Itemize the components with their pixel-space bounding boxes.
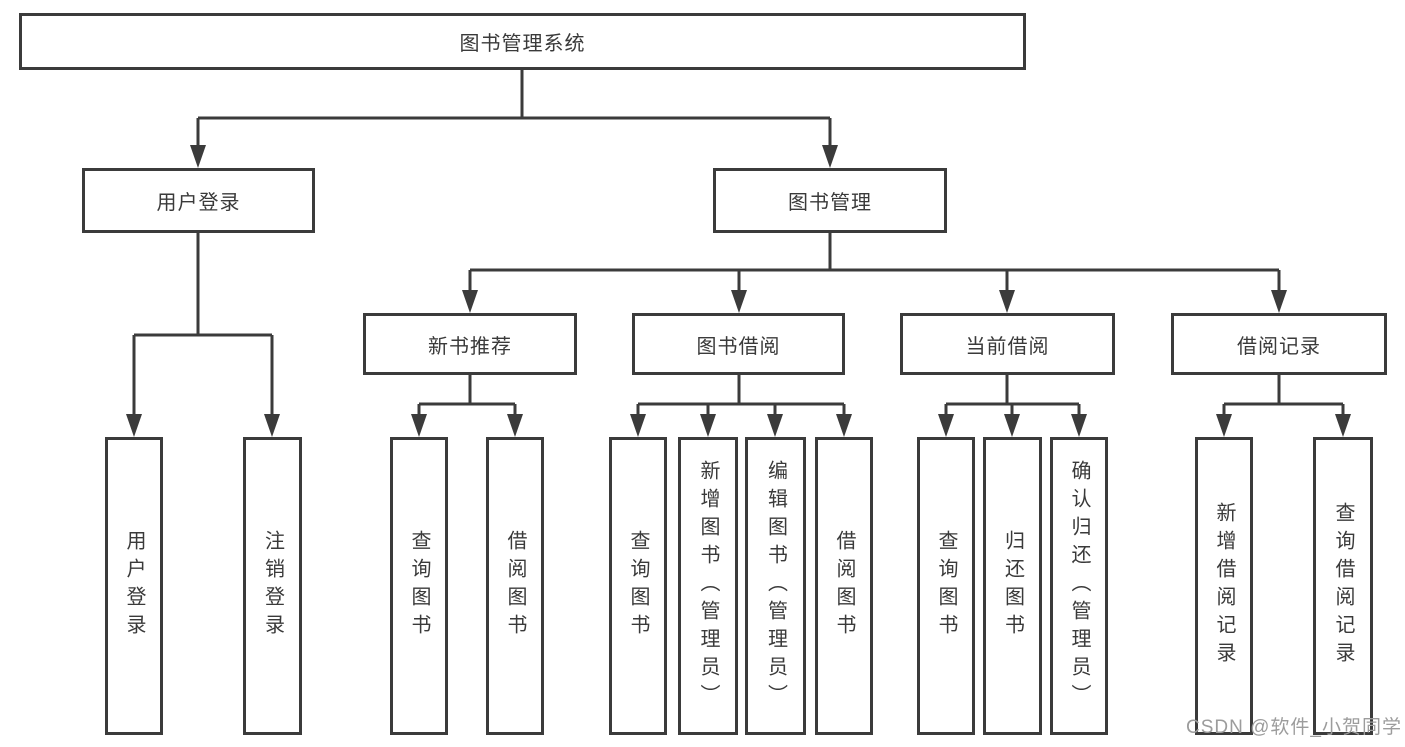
leaf-user-login-label: 用户登录 xyxy=(123,530,145,642)
leaf-return-books: 归还图书 xyxy=(983,437,1042,735)
leaf-borrow-books-recommend: 借阅图书 xyxy=(486,437,544,735)
node-new-book-recommend: 新书推荐 xyxy=(363,313,577,375)
node-borrowing-records: 借阅记录 xyxy=(1171,313,1387,375)
leaf-query-borrow-record: 查询借阅记录 xyxy=(1313,437,1373,735)
leaf-query-books-current: 查询图书 xyxy=(917,437,975,735)
node-book-borrowing: 图书借阅 xyxy=(632,313,845,375)
node-book-borrowing-label: 图书借阅 xyxy=(696,335,781,358)
node-current-borrowing-label: 当前借阅 xyxy=(965,335,1050,358)
leaf-user-login: 用户登录 xyxy=(105,437,163,735)
csdn-watermark: CSDN @软件_小贺同学 xyxy=(1186,717,1402,738)
leaf-query-books-borrowing: 查询图书 xyxy=(609,437,667,735)
node-root-library-system: 图书管理系统 xyxy=(19,13,1026,70)
node-user-login-label: 用户登录 xyxy=(156,192,241,214)
leaf-query-books-recommend-label: 查询图书 xyxy=(408,530,430,642)
leaf-logout: 注销登录 xyxy=(243,437,302,735)
leaf-add-borrow-record: 新增借阅记录 xyxy=(1195,437,1253,735)
leaf-query-books-current-label: 查询图书 xyxy=(935,530,957,642)
node-book-management: 图书管理 xyxy=(713,168,947,233)
leaf-query-books-recommend: 查询图书 xyxy=(390,437,448,735)
leaf-add-borrow-record-label: 新增借阅记录 xyxy=(1213,502,1235,670)
node-book-management-label: 图书管理 xyxy=(788,192,872,214)
leaf-borrow-books: 借阅图书 xyxy=(815,437,873,735)
leaf-edit-books-admin: 编辑图书（管理员） xyxy=(745,437,806,735)
leaf-query-borrow-record-label: 查询借阅记录 xyxy=(1332,502,1354,670)
node-new-book-recommend-label: 新书推荐 xyxy=(428,335,512,358)
leaf-query-books-borrowing-label: 查询图书 xyxy=(627,530,649,642)
leaf-add-books-admin-label: 新增图书（管理员） xyxy=(697,460,719,712)
leaf-add-books-admin: 新增图书（管理员） xyxy=(678,437,738,735)
node-current-borrowing: 当前借阅 xyxy=(900,313,1115,375)
node-user-login: 用户登录 xyxy=(82,168,315,233)
leaf-logout-label: 注销登录 xyxy=(261,530,284,642)
leaf-edit-books-admin-label: 编辑图书（管理员） xyxy=(764,460,787,712)
leaf-confirm-return-admin: 确认归还（管理员） xyxy=(1050,437,1108,735)
node-root-label: 图书管理系统 xyxy=(459,33,586,55)
leaf-confirm-return-admin-label: 确认归还（管理员） xyxy=(1068,460,1090,712)
leaf-return-books-label: 归还图书 xyxy=(1001,530,1024,642)
leaf-borrow-books-label: 借阅图书 xyxy=(833,530,855,642)
node-borrowing-records-label: 借阅记录 xyxy=(1237,335,1321,358)
leaf-borrow-books-recommend-label: 借阅图书 xyxy=(504,530,526,642)
